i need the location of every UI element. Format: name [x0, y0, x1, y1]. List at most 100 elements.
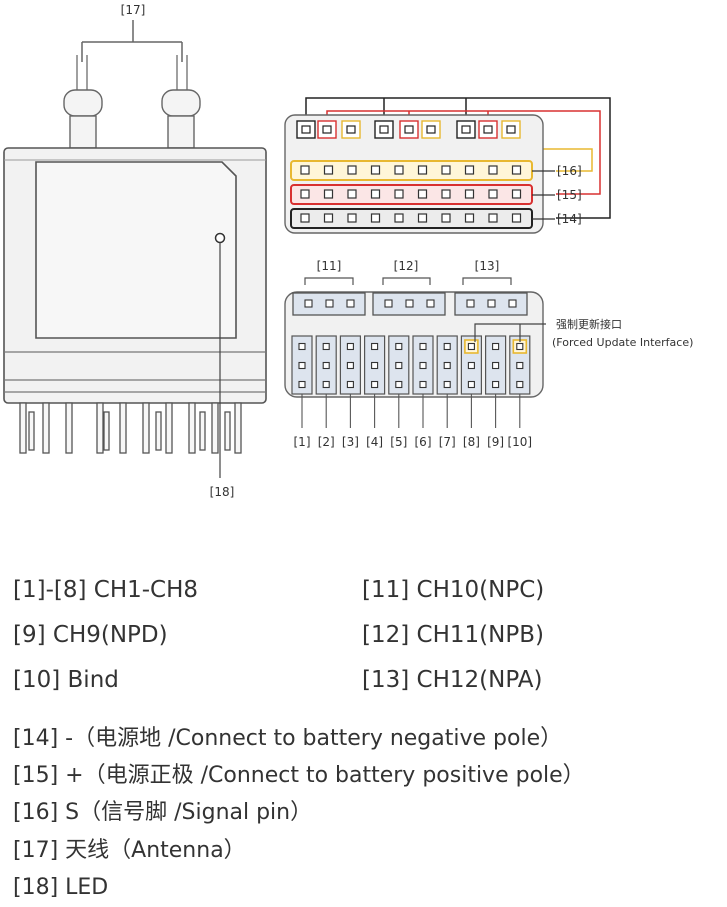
rail-hole: [300, 189, 310, 199]
channel-label: [2]: [318, 435, 335, 449]
rail-hole: [300, 213, 310, 223]
channel-pin: [443, 380, 451, 389]
signal-rail-label: [16]: [557, 164, 582, 178]
rail-hole: [394, 165, 404, 175]
rail-hole: [347, 213, 357, 223]
legend-signal: [16] S（信号脚 /Signal pin）: [13, 800, 313, 825]
case-bands: [4, 351, 266, 393]
header-pin: [466, 299, 475, 308]
label-panel: [35, 161, 237, 339]
rail-hole: [441, 165, 451, 175]
channel-label: [10]: [507, 435, 532, 449]
channel-label: [6]: [415, 435, 432, 449]
ch12-label: [13]: [475, 259, 500, 273]
channel-pin: [371, 380, 379, 389]
channel-pin: [346, 342, 354, 351]
channel-pin: [492, 342, 500, 351]
channel-pin: [322, 361, 330, 370]
channel-label: [5]: [390, 435, 407, 449]
rail-hole: [300, 165, 310, 175]
channel-pin: [298, 342, 306, 351]
channel-pin: [346, 380, 354, 389]
rail-hole: [511, 189, 522, 199]
top-label-brackets: [304, 277, 512, 285]
channel-label: [4]: [366, 435, 383, 449]
channel-pin: [443, 361, 451, 370]
rail-hole: [323, 213, 334, 223]
rail-hole: [370, 213, 381, 223]
channel-columns: [291, 335, 531, 428]
legend-ch9: [9] CH9(NPD): [13, 622, 168, 648]
negative-rail-label: [14]: [557, 212, 582, 226]
header-pin: [325, 299, 334, 308]
rail-hole: [370, 189, 381, 199]
forced-update-label-cn: 强制更新接口: [556, 317, 622, 331]
channel-pin: [298, 380, 306, 389]
rail-hole: [511, 213, 522, 223]
channel-connector: [11] [12] [13] 强制更新接口 (Forced Update Int…: [284, 259, 693, 449]
channel-pin: [516, 361, 524, 370]
rail-hole: [464, 165, 475, 175]
legend-ch11: [12] CH11(NPB): [362, 622, 544, 648]
rail-hole: [488, 189, 498, 199]
channel-pin: [298, 361, 306, 370]
power-connector: [16] [15] [14]: [284, 97, 611, 234]
channel-pin: [467, 342, 475, 351]
antenna-bracket: [81, 20, 183, 62]
antenna-base-right: [167, 115, 195, 149]
header-pin: [508, 299, 517, 308]
rail-hole: [417, 165, 428, 175]
receiver-body: [17] [18]: [3, 3, 267, 499]
channel-pin: [419, 361, 427, 370]
channel-pin: [516, 342, 524, 351]
rail-hole: [347, 189, 357, 199]
header-pin: [426, 299, 435, 308]
legend-ch10: [11] CH10(NPC): [362, 577, 545, 603]
top-terminals: [296, 120, 521, 139]
channel-pin: [395, 342, 403, 351]
rail-hole: [417, 213, 428, 223]
channel-labels: [1][2][3][4][5][6][7][8][9][10]: [294, 435, 533, 449]
antenna-wires: [76, 55, 188, 92]
header-pin: [304, 299, 313, 308]
legend-ch1-8: [1]-[8] CH1-CH8: [13, 577, 199, 603]
rail-hole: [441, 189, 451, 199]
receiver-diagram: [17] [18]: [3, 3, 693, 499]
rail-hole: [511, 165, 522, 175]
header-pin: [384, 299, 393, 308]
legend-antenna: [17] 天线（Antenna）: [13, 838, 246, 863]
rail-hole: [323, 189, 334, 199]
led-label: [18]: [210, 485, 235, 499]
channel-pin: [395, 380, 403, 389]
forced-update-bracket: [474, 323, 546, 342]
legend-led: [18] LED: [13, 875, 109, 900]
rail-hole: [464, 189, 475, 199]
header-pin: [346, 299, 355, 308]
rail-hole: [394, 213, 404, 223]
rail-hole: [370, 165, 381, 175]
channel-pin: [419, 342, 427, 351]
channel-pin: [492, 380, 500, 389]
header-pin: [405, 299, 414, 308]
channel-pin: [419, 380, 427, 389]
legend-positive: [15] +（电源正极 /Connect to battery positive…: [13, 763, 585, 788]
header-pins: [304, 299, 517, 308]
channel-pin: [346, 361, 354, 370]
channel-label: [8]: [463, 435, 480, 449]
positive-rail-label: [15]: [557, 188, 582, 202]
rail-hole: [488, 213, 498, 223]
rail-hole: [323, 165, 334, 175]
channel-pin: [467, 361, 475, 370]
channel-label: [7]: [439, 435, 456, 449]
rail-leaders: [532, 170, 555, 220]
antenna-stub-left: [63, 89, 103, 117]
legend-ch12: [13] CH12(NPA): [362, 667, 543, 693]
channel-label: [3]: [342, 435, 359, 449]
channel-pin: [395, 361, 403, 370]
antenna-stub-right: [161, 89, 201, 117]
legend-negative: [14] -（电源地 /Connect to battery negative …: [13, 726, 563, 751]
legend-bind: [10] Bind: [13, 667, 119, 693]
channel-pin: [322, 342, 330, 351]
channel-pin: [443, 342, 451, 351]
rail-hole: [488, 165, 498, 175]
